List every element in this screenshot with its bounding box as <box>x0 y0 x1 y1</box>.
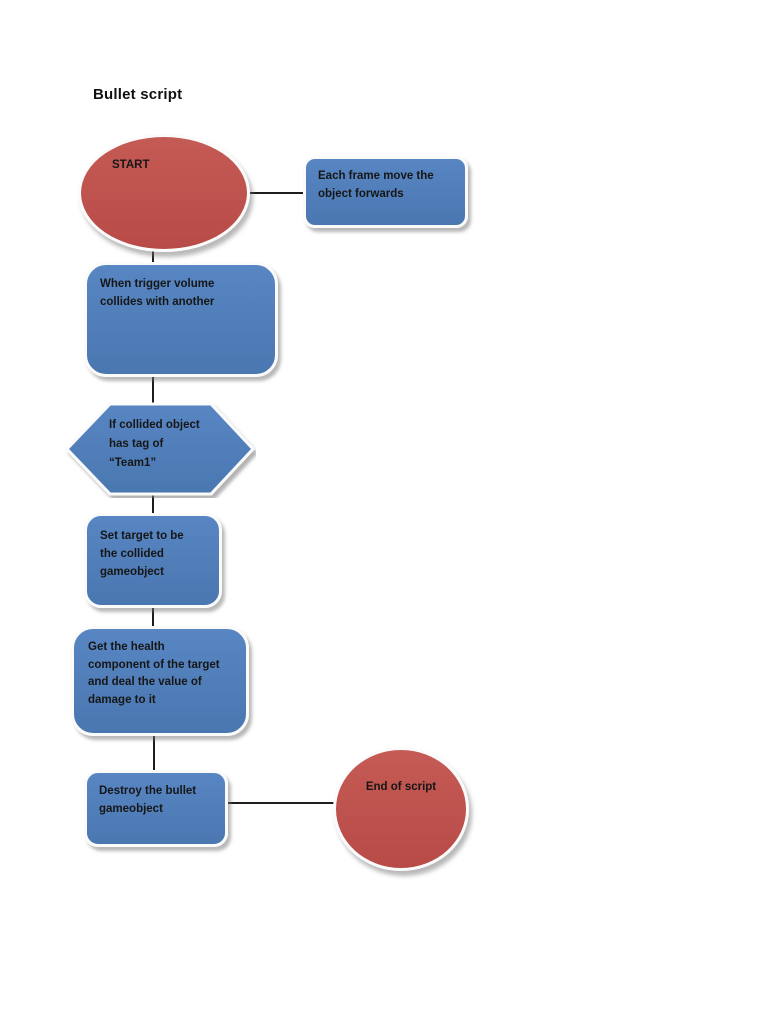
connector-start-to-eachframe <box>248 192 304 194</box>
flowchart-process-each-frame: Each frame move the object forwards <box>303 156 468 228</box>
hexagon-shape <box>64 402 256 496</box>
connector-health-to-destroy <box>153 734 155 771</box>
connector-settarget-to-health <box>152 606 154 627</box>
flowchart-condition-label: If collided object has tag of “Team1” <box>109 419 200 469</box>
flowchart-end-node: End of script <box>333 747 469 871</box>
flowchart-process-set-target: Set target to be the collided gameobject <box>84 513 222 608</box>
connector-destroy-to-end <box>227 802 334 804</box>
flowchart-process-health-damage: Get the health component of the target a… <box>71 626 249 736</box>
flowchart-process-trigger-volume: When trigger volume collides with anothe… <box>84 262 278 377</box>
flowchart-process-destroy-bullet: Destroy the bullet gameobject <box>84 770 228 847</box>
flowchart-condition-hexagon: If collided object has tag of “Team1” <box>64 400 256 498</box>
connector-trigger-to-condition <box>152 376 154 404</box>
flowchart-start-node: START <box>78 134 250 252</box>
connector-start-to-trigger <box>152 247 154 263</box>
connector-condition-to-settarget <box>152 494 154 514</box>
page-title: Bullet script <box>93 86 183 103</box>
